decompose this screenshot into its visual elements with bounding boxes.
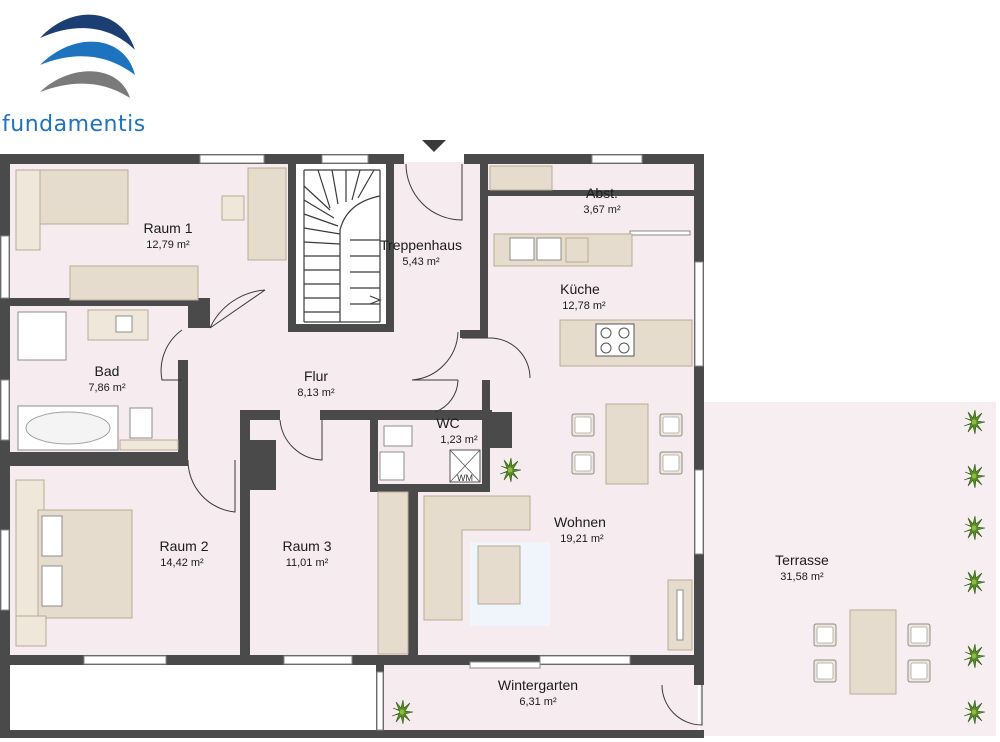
staircase	[303, 169, 382, 323]
entrance-arrow-icon	[422, 140, 446, 152]
brand-name: fundamentis	[2, 112, 146, 137]
terrasse-area: 31,58 m²	[780, 571, 824, 583]
wc-name: WC	[436, 415, 459, 431]
flur-name: Flur	[304, 368, 328, 384]
kueche-name: Küche	[560, 281, 600, 297]
raum1-furniture	[15, 167, 287, 301]
wc-fixtures: WM	[379, 425, 481, 483]
room-labels: Raum 1 12,79 m² Treppenhaus 5,43 m² Abst…	[88, 185, 829, 708]
raum3-name: Raum 3	[282, 538, 331, 554]
wintergarten-area: 6,31 m²	[519, 696, 557, 708]
terrace-furniture	[813, 609, 931, 695]
kitchen-furniture	[489, 165, 693, 367]
abst-name: Abst.	[586, 185, 618, 201]
wohnen-area: 19,21 m²	[560, 533, 604, 545]
kueche-area: 12,78 m²	[562, 300, 606, 312]
wm-label: WM	[457, 473, 473, 483]
living-furniture	[377, 403, 693, 655]
doors	[160, 163, 703, 726]
raum2-area: 14,42 m²	[160, 557, 204, 569]
bathroom-fixtures	[17, 309, 179, 451]
flur-area: 8,13 m²	[297, 387, 335, 399]
bad-name: Bad	[95, 363, 120, 379]
wohnen-name: Wohnen	[554, 514, 606, 530]
terrasse-name: Terrasse	[775, 552, 829, 568]
raum3-area: 11,01 m²	[286, 557, 329, 569]
raum2-name: Raum 2	[159, 538, 208, 554]
logo: fundamentis	[2, 14, 146, 137]
bad-area: 7,86 m²	[88, 382, 126, 394]
abst-area: 3,67 m²	[583, 204, 621, 216]
raum2-furniture	[15, 479, 133, 647]
treppenhaus-area: 5,43 m²	[402, 256, 440, 268]
raum1-name: Raum 1	[143, 220, 192, 236]
windows	[0, 154, 704, 731]
logo-swoosh-icon	[40, 14, 135, 98]
treppenhaus-name: Treppenhaus	[380, 237, 462, 253]
wc-area: 1,23 m²	[440, 434, 478, 446]
raum1-area: 12,79 m²	[146, 239, 190, 251]
wintergarten-name: Wintergarten	[498, 677, 578, 693]
walls	[0, 154, 704, 738]
